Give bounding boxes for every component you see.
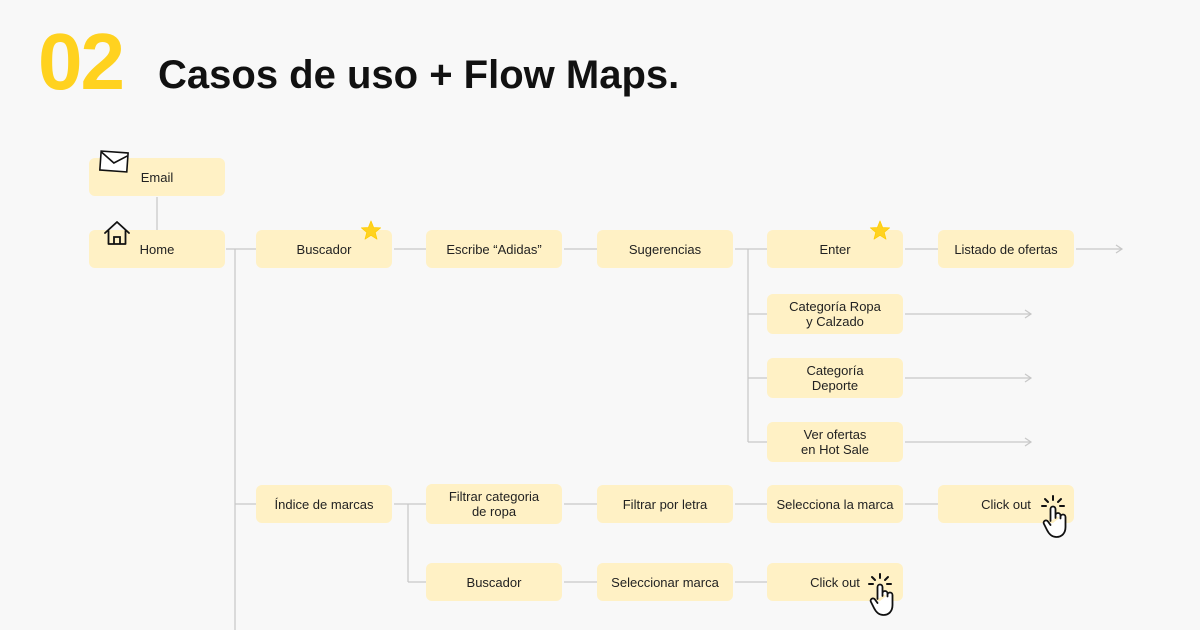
node-categoria-deporte: Categoría Deporte [767,358,903,398]
node-filtrar-por-letra: Filtrar por letra [597,485,733,523]
star-icon [360,220,382,240]
node-filtrar-categoria: Filtrar categoria de ropa [426,484,562,524]
section-number: 02 [38,17,125,106]
node-escribe-adidas: Escribe “Adidas” [426,230,562,268]
star-icon [869,220,891,240]
home-icon [104,221,130,245]
envelope-icon [99,150,129,173]
node-indice-de-marcas: Índice de marcas [256,485,392,523]
node-listado-de-ofertas: Listado de ofertas [938,230,1074,268]
node-ver-ofertas: Ver ofertas en Hot Sale [767,422,903,462]
node-buscador: Buscador [256,230,392,268]
node-enter: Enter [767,230,903,268]
pointer-click-icon [1041,495,1067,538]
node-seleccionar-marca: Seleccionar marca [597,563,733,601]
node-selecciona-la-marca: Selecciona la marca [767,485,903,523]
page-title: Casos de uso + Flow Maps. [158,53,680,97]
node-buscador-marcas: Buscador [426,563,562,601]
node-sugerencias: Sugerencias [597,230,733,268]
pointer-click-icon [868,573,894,616]
node-categoria-ropa: Categoría Ropa y Calzado [767,294,903,334]
